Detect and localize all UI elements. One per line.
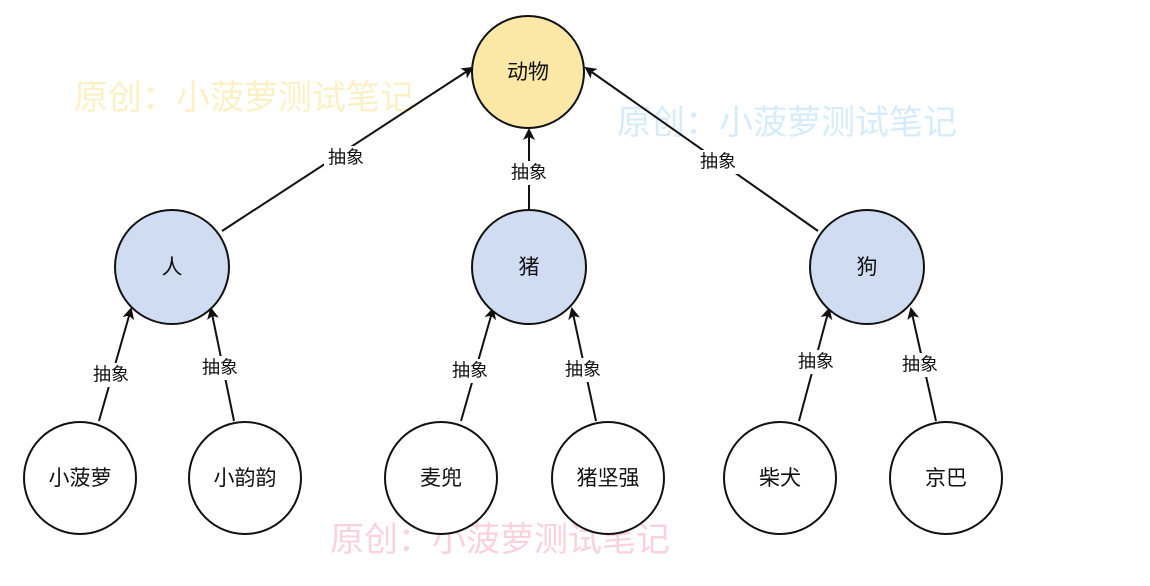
edge-dog-animal: 抽象 [584,66,819,232]
edge-label-background [89,363,133,387]
edge-label: 抽象 [798,352,834,373]
leaf-node-circle [723,421,837,535]
edge-label-background [898,353,942,377]
node-label: 猪 [519,255,540,279]
edge-label: 抽象 [328,148,364,169]
leaf-node-circle [889,421,1003,535]
mid-node-circle [471,209,587,325]
edge-chaiquan-dog: 抽象 [794,307,838,422]
edge-label-background [448,359,492,383]
node-label: 人 [162,255,183,279]
node-label: 小菠萝 [49,466,112,490]
node-maidou: 麦兜 [384,421,498,535]
node-jingba: 京巴 [889,421,1003,535]
edge-label-background [507,161,551,185]
node-dog: 狗 [809,209,925,325]
edge-label: 抽象 [700,152,736,173]
edge-maidou-pig: 抽象 [448,307,497,422]
edge-person-animal: 抽象 [221,66,474,232]
edge-label-background [561,358,605,382]
edge-label-background [198,356,242,380]
mid-node-circle [114,209,230,325]
node-label: 猪坚强 [577,466,640,490]
leaf-node-circle [188,421,302,535]
edge-label: 抽象 [902,355,938,376]
edge-label: 抽象 [511,163,547,184]
node-label: 柴犬 [759,466,801,490]
node-label: 动物 [507,60,549,84]
watermark-text: 原创：小菠萝测试笔记 [617,103,957,143]
leaf-node-circle [23,421,137,535]
edge-label-background [696,150,740,174]
edge-xiaoyunyun-person: 抽象 [198,307,242,422]
node-label: 麦兜 [420,466,462,490]
node-chaiquan: 柴犬 [723,421,837,535]
node-xiaoyunyun: 小韵韵 [188,421,302,535]
edge-label-background [794,350,838,374]
root-node-circle [471,15,585,129]
leaf-node-circle [384,421,498,535]
node-zhujianqiang: 猪坚强 [551,421,665,535]
node-label: 京巴 [925,466,967,490]
edge-layer: 抽象抽象抽象抽象抽象抽象抽象抽象抽象 [89,66,942,422]
edge-arrow [584,66,819,232]
watermark-text: 原创：小菠萝测试笔记 [74,78,414,118]
node-label: 狗 [857,255,878,279]
mid-node-circle [809,209,925,325]
node-animal: 动物 [471,15,585,129]
edge-jingba-dog: 抽象 [898,307,942,422]
leaf-node-circle [551,421,665,535]
node-xiaoboluo: 小菠萝 [23,421,137,535]
node-label: 小韵韵 [214,466,277,490]
edge-label: 抽象 [93,365,129,386]
edge-label: 抽象 [452,361,488,382]
edge-label-background [324,146,368,170]
edge-xiaoboluo-person: 抽象 [89,307,135,422]
node-pig: 猪 [471,209,587,325]
edge-pig-animal: 抽象 [507,128,551,210]
edge-zhujianqiang-pig: 抽象 [561,307,605,422]
edge-label: 抽象 [565,360,601,381]
edge-label: 抽象 [202,358,238,379]
node-person: 人 [114,209,230,325]
